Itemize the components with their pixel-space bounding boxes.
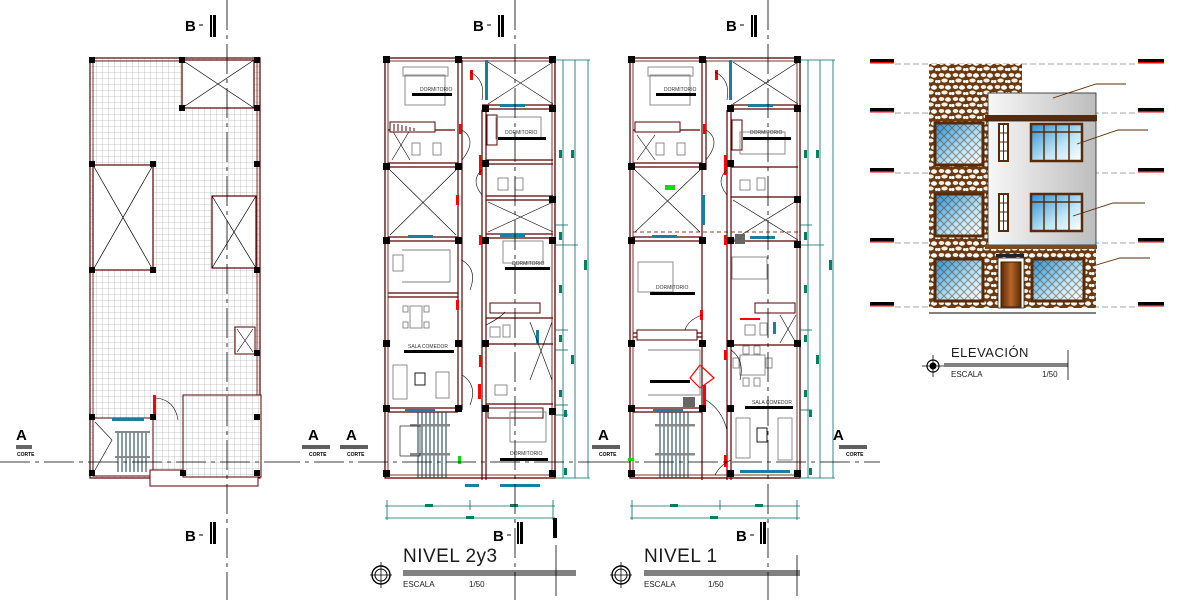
section-mark-b: B B B B B B	[185, 15, 766, 545]
room-label: SALA COMEDOR	[752, 400, 792, 406]
room-label: SALA COMEDOR	[408, 344, 448, 350]
parapet	[987, 92, 1097, 117]
svg-text:B: B	[736, 528, 747, 545]
duct	[234, 326, 256, 355]
room-label: DORMITORIO	[512, 261, 545, 267]
title-block-nivel-1: NIVEL 1 ESCALA 1/50	[610, 546, 800, 596]
svg-text:A: A	[308, 427, 319, 444]
columns	[89, 57, 260, 476]
svg-text:CORTE: CORTE	[309, 452, 327, 458]
main-stair-n1	[655, 412, 695, 478]
svg-text:A: A	[833, 427, 844, 444]
roof-stair	[92, 394, 262, 487]
title-block-elevacion: ELEVACIÓN ESCALA 1/50	[922, 345, 1069, 380]
void-right	[211, 195, 257, 269]
entry-door	[996, 254, 1025, 309]
view-title: ELEVACIÓN	[951, 345, 1029, 360]
svg-text:B: B	[726, 18, 737, 35]
svg-text:CORTE: CORTE	[599, 452, 617, 458]
svg-text:CORTE: CORTE	[846, 452, 864, 458]
svg-text:B: B	[493, 528, 504, 545]
void-left	[92, 164, 154, 271]
room-label: DORMITORIO	[420, 87, 453, 93]
plan-nivel-1: DORMITORIO DORMITORIO DORMITORIO SALA CO…	[600, 0, 880, 600]
svg-text:CORTE: CORTE	[347, 452, 365, 458]
view-title: NIVEL 2y3	[403, 546, 498, 567]
scale-label: ESCALA	[403, 580, 435, 589]
room-label: DORMITORIO	[656, 285, 689, 291]
roof-plan	[89, 0, 262, 600]
scale-value: 1/50	[1042, 370, 1058, 379]
svg-text:A: A	[16, 427, 27, 444]
svg-text:B: B	[185, 528, 196, 545]
void-top	[181, 59, 255, 109]
title-block-nivel-2y3: NIVEL 2y3 ESCALA 1/50	[370, 545, 576, 596]
room-labels-2y3: DORMITORIO DORMITORIO DORMITORIO SALA CO…	[404, 87, 550, 461]
svg-text:A: A	[598, 427, 609, 444]
room-label: DORMITORIO	[664, 87, 697, 93]
main-stair	[399, 412, 461, 478]
svg-text:B: B	[473, 18, 484, 35]
scale-value: 1/50	[708, 580, 724, 589]
dimension-lines-right-n1	[800, 59, 835, 479]
stone-windows	[933, 121, 1086, 303]
plan-nivel-2y3: DORMITORIO DORMITORIO DORMITORIO SALA CO…	[270, 0, 600, 600]
section-mark-a: A CORTE A CORTE A CORTE A CORTE A CORTE	[16, 427, 867, 458]
room-label: DORMITORIO	[510, 451, 543, 457]
elevation	[870, 59, 1164, 314]
room-label: DORMITORIO	[750, 130, 783, 136]
furniture-2y3	[392, 66, 547, 443]
room-label: DORMITORIO	[505, 130, 538, 136]
scale-label: ESCALA	[644, 580, 676, 589]
leader-lines	[1052, 83, 1150, 267]
scale-label: ESCALA	[951, 370, 983, 379]
room-labels-n1: DORMITORIO DORMITORIO DORMITORIO SALA CO…	[650, 87, 793, 409]
volume-windows	[998, 122, 1084, 233]
svg-text:CORTE: CORTE	[17, 452, 35, 458]
svg-text:A: A	[346, 427, 357, 444]
svg-text:B: B	[185, 18, 196, 35]
scale-value: 1/50	[469, 580, 485, 589]
view-title: NIVEL 1	[644, 546, 718, 567]
